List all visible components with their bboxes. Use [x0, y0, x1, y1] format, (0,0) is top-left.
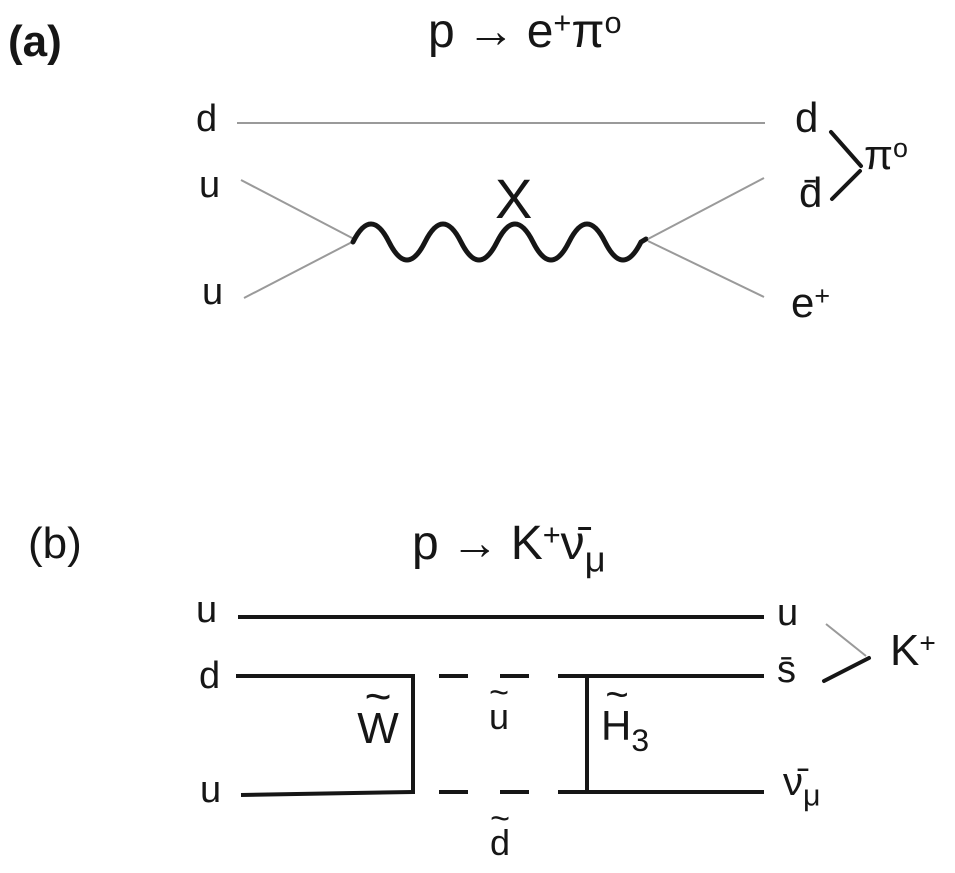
- a-u-quark-line-lower: [243, 240, 355, 299]
- b-kaon-label: K+: [890, 629, 936, 673]
- reaction-title-b: p→K+ν̄μ: [412, 517, 606, 580]
- a-title-positron-charge: +: [553, 5, 572, 41]
- a-pion-superscript: o: [892, 132, 908, 163]
- panel-label-a: (a): [8, 17, 62, 66]
- a-dbar-antiquark-line: [647, 177, 765, 240]
- diagram-a-lines: [237, 122, 863, 299]
- a-title-positron: e: [526, 5, 554, 58]
- higgsino-tilde: ~: [605, 673, 629, 717]
- a-out-d-quark-label: d: [795, 94, 819, 141]
- a-x-boson-wavy-line: [350, 221, 649, 263]
- b-in-u-quark-label-top: u: [196, 589, 218, 631]
- a-positron-superscript: +: [814, 280, 831, 311]
- u-squark-tilde: ~: [489, 674, 509, 712]
- b-antineutrino-label: ν̄μ: [783, 762, 821, 811]
- d-squark-letter: d: [489, 822, 511, 863]
- b-title-initial: p: [412, 517, 439, 570]
- a-positron-label: e+: [791, 282, 830, 324]
- a-out-dbar-antiquark-label: d̄: [799, 169, 823, 216]
- a-pion-label: πo: [864, 134, 908, 176]
- b-title-kaon-charge: +: [542, 517, 561, 553]
- a-title-pion-charge: o: [604, 5, 622, 41]
- a-in-u-quark-label-lower: u: [202, 271, 224, 313]
- higgsino-subscript: 3: [631, 721, 650, 758]
- a-pion-bracket-upper: [829, 130, 863, 168]
- b-kaon-symbol: K: [890, 626, 920, 675]
- a-title-pion: π: [571, 5, 605, 58]
- b-wino-label: ~W: [350, 673, 406, 753]
- b-kaon-superscript: +: [919, 627, 936, 659]
- u-squark-letter: u: [488, 696, 510, 737]
- b-kaon-bracket-lower: [822, 656, 871, 683]
- b-kaon-bracket-upper: [825, 623, 867, 657]
- a-u-quark-line-upper: [240, 179, 355, 240]
- b-u-squark-label: ~u: [477, 674, 521, 737]
- higgsino-letter: H: [601, 702, 632, 749]
- b-u-quark-line-bottom-left: [240, 790, 414, 797]
- b-antineutrino-symbol: ν̄: [783, 760, 803, 804]
- a-x-boson-label: X: [495, 167, 533, 230]
- b-title-antineutrino: ν̄: [560, 517, 585, 570]
- a-in-d-quark-label: d: [196, 98, 218, 140]
- panel-label-b: (b): [28, 519, 82, 568]
- b-title-kaon: K: [510, 517, 543, 570]
- a-pion-symbol: π: [864, 131, 893, 178]
- b-antineutrino-flavor: μ: [803, 778, 821, 813]
- a-title-initial: p: [428, 5, 455, 58]
- b-in-u-quark-label-bottom: u: [200, 769, 222, 811]
- b-title-antineutrino-flavor: μ: [584, 538, 606, 580]
- right-arrow-icon: →: [450, 517, 499, 570]
- b-higgsino-label: ~H3: [601, 673, 661, 758]
- b-out-sbar-antiquark-label: s̄: [777, 649, 796, 691]
- a-positron-line: [647, 240, 765, 298]
- b-out-u-quark-label: u: [777, 592, 799, 634]
- a-positron-symbol: e: [791, 279, 815, 326]
- a-pion-bracket-lower: [830, 169, 862, 201]
- d-squark-tilde: ~: [490, 800, 510, 838]
- b-in-d-quark-label: d: [199, 655, 221, 697]
- wino-letter: W: [357, 704, 399, 753]
- b-d-squark-label: ~d: [478, 800, 522, 863]
- reaction-title-a: p→e+πo: [428, 5, 622, 58]
- a-in-u-quark-label-upper: u: [199, 164, 221, 206]
- right-arrow-icon: →: [466, 5, 515, 58]
- diagram-b-lines: [236, 615, 871, 797]
